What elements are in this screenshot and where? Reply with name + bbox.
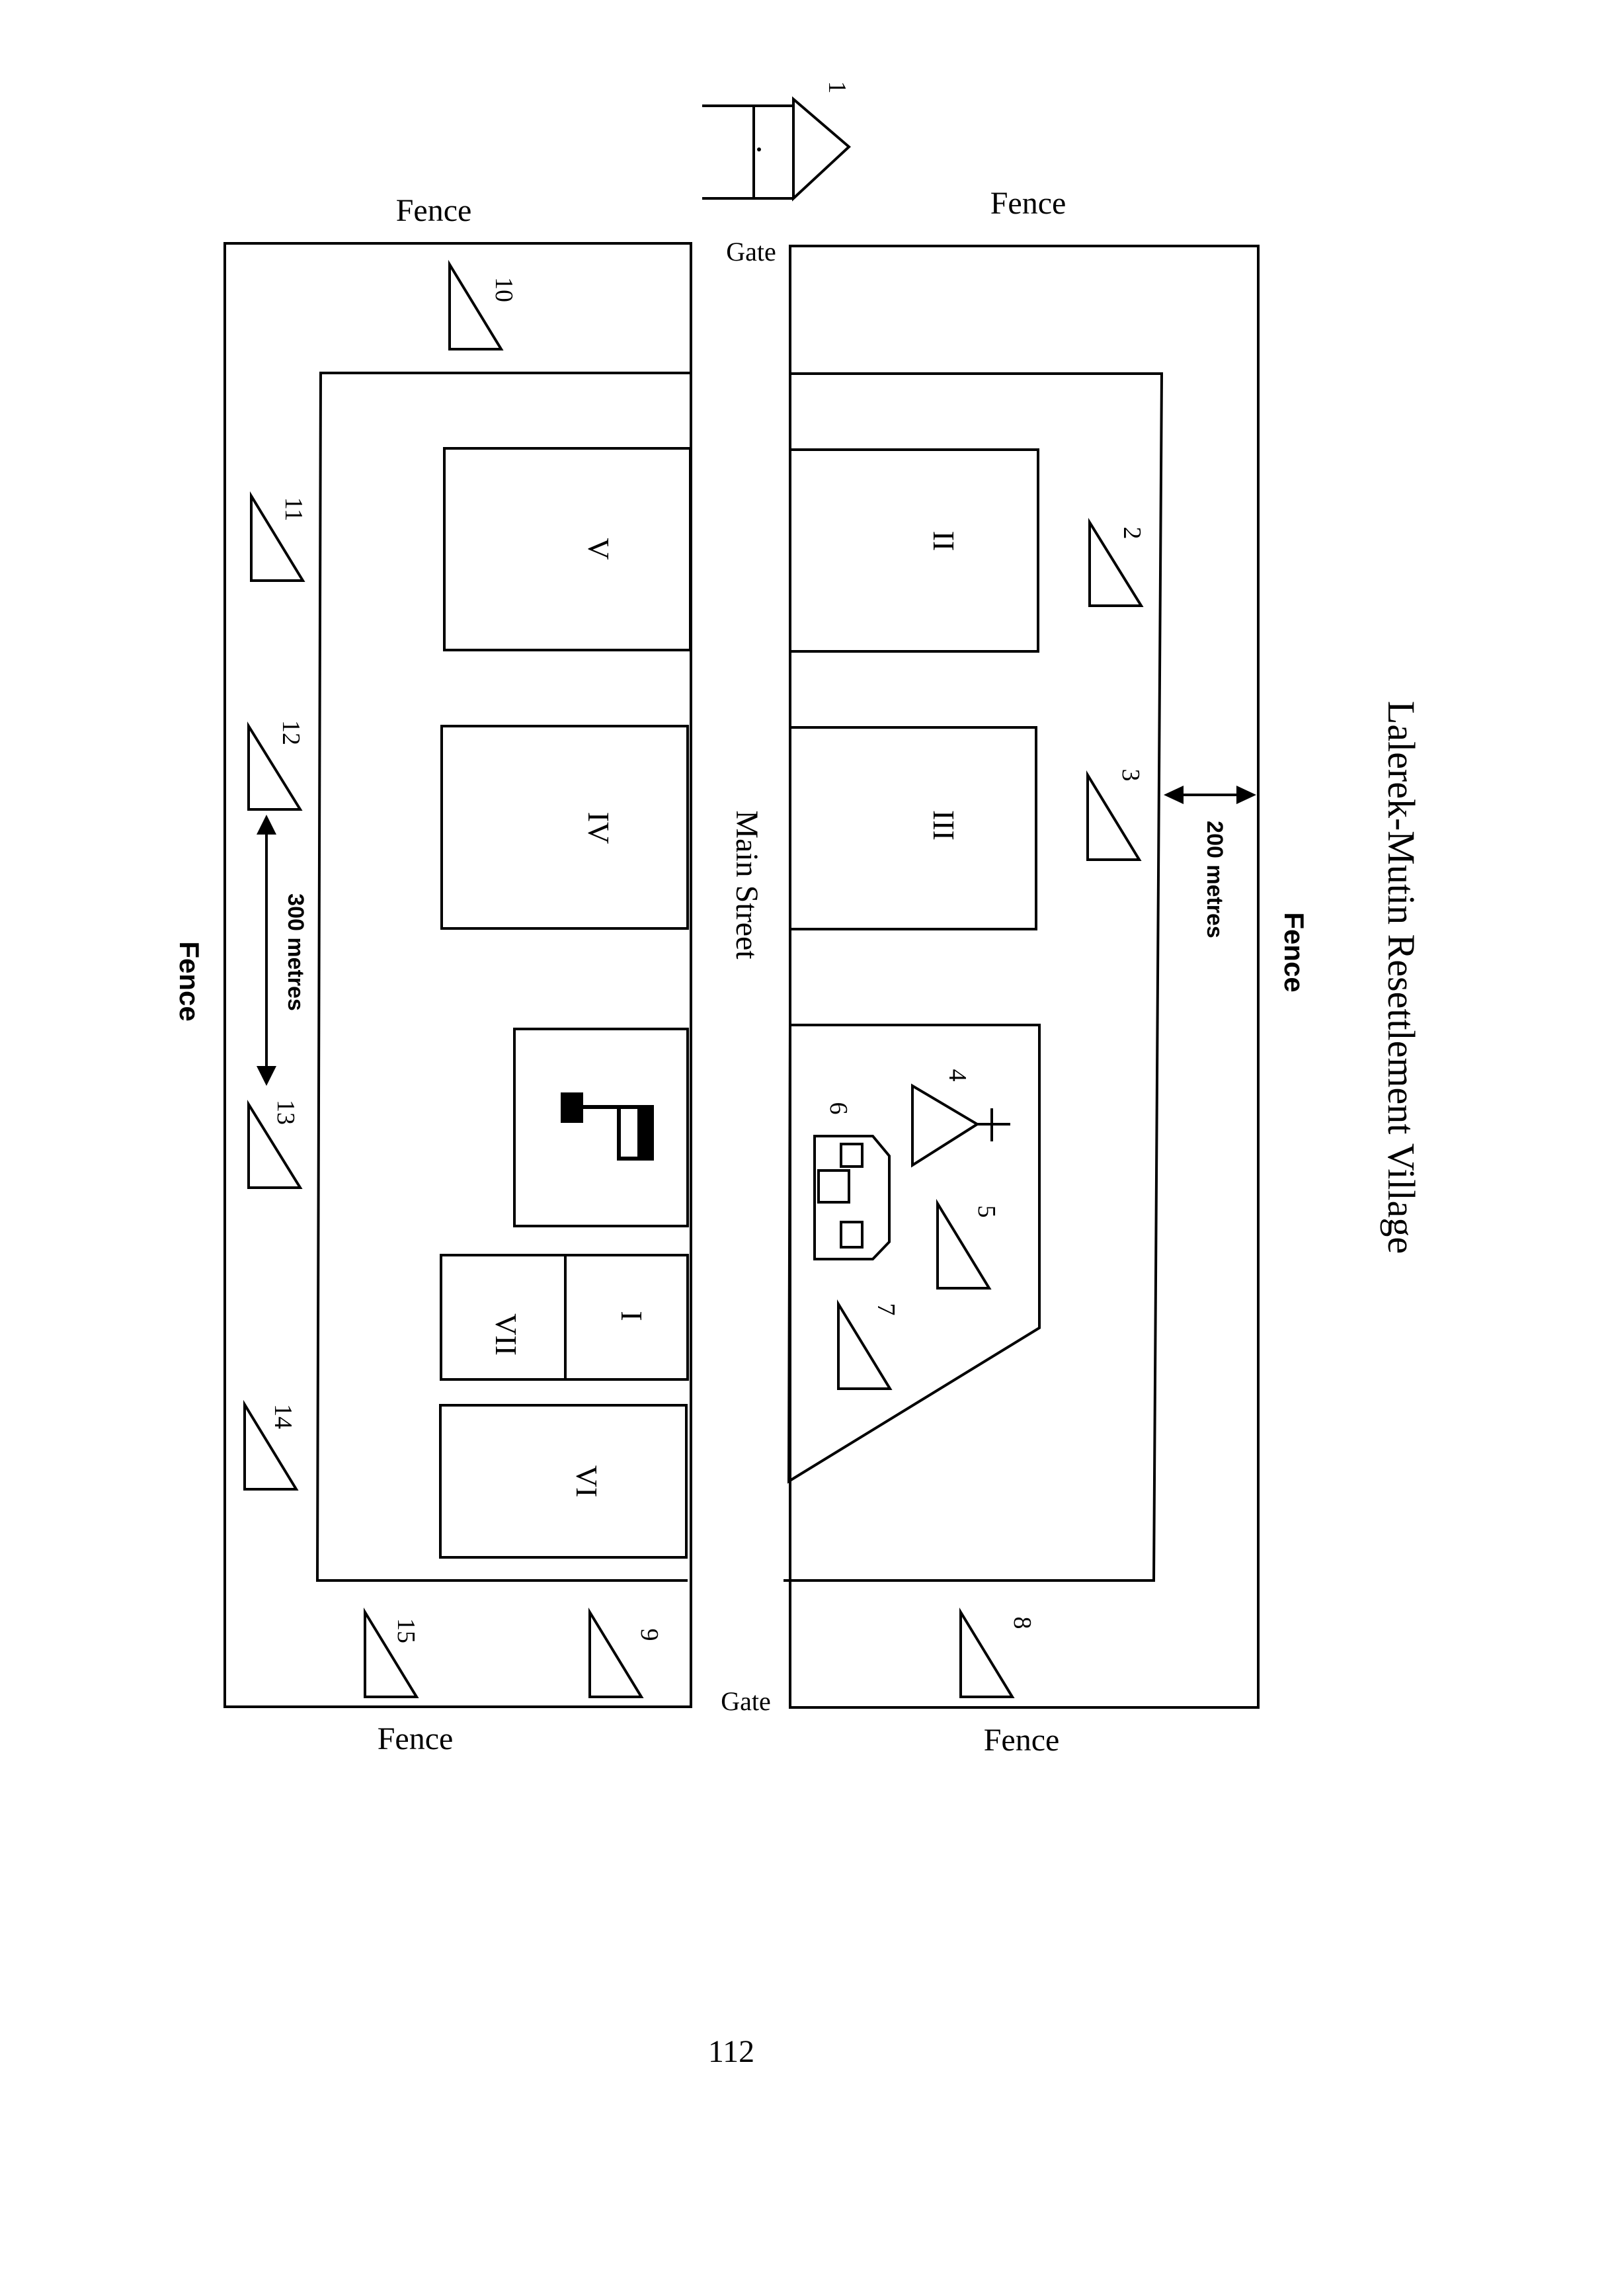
marker-10-label: 10 bbox=[490, 277, 518, 302]
building-6-icon bbox=[813, 1135, 891, 1260]
block-iii bbox=[789, 726, 1037, 930]
marker-10-icon bbox=[448, 259, 504, 350]
gate-label-top: Gate bbox=[726, 237, 776, 266]
block-v-label: V bbox=[582, 538, 616, 559]
street-label: Main Street bbox=[729, 810, 764, 960]
marker-4-label: 4 bbox=[944, 1069, 971, 1082]
school-compound bbox=[513, 1028, 689, 1227]
fence-label-top-right: Fence bbox=[990, 186, 1066, 221]
marker-5-icon bbox=[936, 1198, 992, 1290]
distance-200-label: 200 metres bbox=[1202, 821, 1227, 938]
marker-11-icon bbox=[250, 491, 305, 582]
block-i bbox=[564, 1254, 689, 1381]
right-inner-road bbox=[784, 372, 1164, 1582]
marker-5-label: 5 bbox=[973, 1206, 1000, 1218]
fence-label-right-side: Fence bbox=[1279, 912, 1310, 992]
map-title: Lalerek-Mutin Resettlement Village bbox=[1380, 701, 1423, 1254]
block-vii-label: VII bbox=[489, 1313, 523, 1356]
marker-1-icon bbox=[792, 96, 852, 202]
marker-14-label: 14 bbox=[269, 1404, 297, 1429]
marker-4-icon bbox=[911, 1083, 1010, 1168]
marker-11-label: 11 bbox=[280, 497, 307, 522]
block-v bbox=[443, 447, 692, 651]
block-iii-label: III bbox=[927, 810, 961, 840]
block-iv bbox=[440, 725, 689, 930]
marker-9-icon bbox=[588, 1607, 644, 1698]
left-outer-fence bbox=[223, 242, 692, 1708]
marker-9-label: 9 bbox=[635, 1629, 663, 1641]
fence-label-top-left: Fence bbox=[396, 193, 472, 228]
marker-3-label: 3 bbox=[1117, 769, 1145, 782]
marker-15-icon bbox=[364, 1607, 419, 1698]
block-vi-label: VI bbox=[570, 1465, 604, 1498]
gate-label-bottom: Gate bbox=[721, 1686, 771, 1716]
right-outer-fence bbox=[789, 245, 1260, 1709]
block-vi bbox=[439, 1404, 688, 1559]
block-iv-label: IV bbox=[582, 812, 616, 844]
distance-200-arrow bbox=[1164, 786, 1256, 804]
marker-12-icon bbox=[247, 721, 303, 811]
marker-7-icon bbox=[837, 1299, 893, 1390]
marker-6-label: 6 bbox=[824, 1102, 852, 1115]
marker-8-label: 8 bbox=[1008, 1617, 1036, 1629]
marker-8-icon bbox=[959, 1607, 1015, 1698]
block-ii-label: II bbox=[927, 531, 961, 552]
marker-15-label: 15 bbox=[392, 1618, 420, 1643]
block-ii bbox=[789, 448, 1039, 653]
distance-300-label: 300 metres bbox=[283, 893, 308, 1011]
marker-2-label: 2 bbox=[1118, 527, 1146, 540]
fence-label-bottom-left: Fence bbox=[378, 1721, 454, 1756]
block-i-label: I bbox=[615, 1311, 649, 1321]
marker-1-label: 1 bbox=[823, 81, 851, 94]
fence-label-bottom-right: Fence bbox=[984, 1723, 1060, 1758]
marker-2-icon bbox=[1088, 517, 1144, 607]
marker-13-icon bbox=[247, 1099, 303, 1189]
fence-label-left-side: Fence bbox=[174, 941, 205, 1021]
left-inner-road bbox=[315, 372, 691, 1582]
flag-icon bbox=[561, 1092, 654, 1161]
church-compound bbox=[787, 1024, 1041, 1484]
marker-14-icon bbox=[243, 1399, 299, 1491]
distance-300-arrow bbox=[257, 815, 276, 1086]
marker-3-icon bbox=[1086, 770, 1142, 861]
marker-7-label: 7 bbox=[872, 1303, 900, 1316]
page-number: 112 bbox=[708, 2034, 754, 2069]
marker-12-label: 12 bbox=[277, 720, 305, 745]
marker-13-label: 13 bbox=[272, 1100, 300, 1125]
